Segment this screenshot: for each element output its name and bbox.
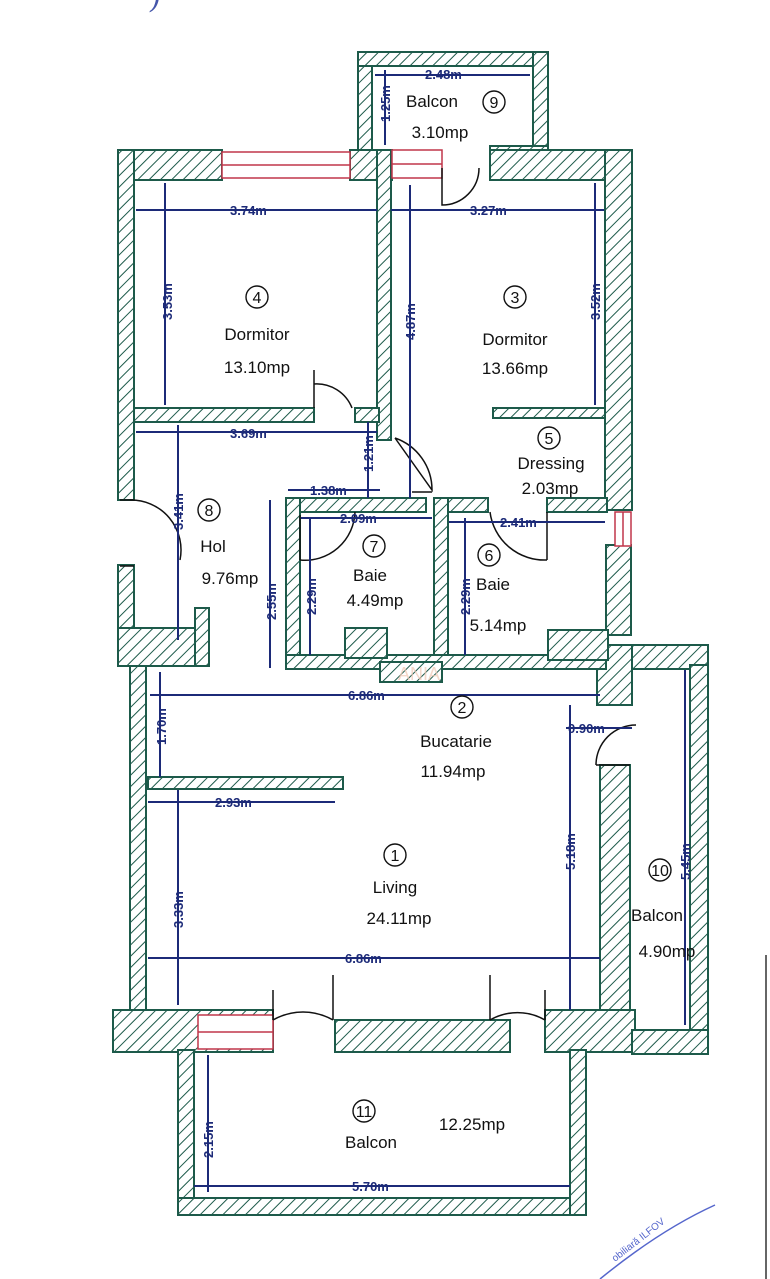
- room-6-area: 5.14mp: [470, 616, 527, 635]
- room-6-num: 6: [485, 548, 494, 565]
- room-7-name: Baie: [353, 566, 387, 585]
- stamp-text: obiliară ILFOV: [610, 1216, 667, 1264]
- room-3-num: 3: [511, 290, 520, 307]
- dim-balcon11-depth: 2.15m: [201, 1121, 216, 1158]
- dim-niche-width: 1.38m: [310, 483, 347, 498]
- room-5-area: 2.03mp: [522, 479, 579, 498]
- room-8-marker: [197, 498, 221, 522]
- dim-balcon10-depth: 5.45m: [678, 843, 693, 880]
- room-3-marker: [503, 285, 527, 309]
- walls: [112, 51, 709, 1216]
- dim-baie7-depth: 2.29m: [304, 578, 319, 615]
- room-4-area: 13.10mp: [224, 358, 290, 377]
- dim-door-width: 0.90m: [568, 721, 605, 736]
- dim-living-height: 5.18m: [563, 833, 578, 870]
- room-11-marker: [352, 1099, 376, 1123]
- dim-hol-width: 3.69m: [230, 426, 267, 441]
- dim-kitchen-depth: 1.70m: [154, 708, 169, 745]
- room-2-name: Bucatarie: [420, 732, 492, 751]
- room-10-name: Balcon: [631, 906, 683, 925]
- room-3-area: 13.66mp: [482, 359, 548, 378]
- room-10-area: 4.90mp: [639, 942, 696, 961]
- room-9-area: 3.10mp: [412, 123, 469, 142]
- room-7-marker: [362, 534, 386, 558]
- dimension-labels: 2.48m 1.25m 3.74m 3.27m 3.53m 3.52m 4.87…: [154, 67, 693, 1194]
- room-9-num: 9: [490, 95, 499, 112]
- room-7-num: 7: [370, 539, 379, 556]
- room-2-area: 11.94mp: [421, 762, 486, 781]
- dimension-lines: [136, 70, 686, 1192]
- room-2-num: 2: [458, 700, 467, 717]
- dim-baie7-width: 2.09m: [340, 511, 377, 526]
- dim-dorm3-depth: 3.52m: [588, 283, 603, 320]
- room-9-marker: [482, 90, 506, 114]
- dim-balcon11-width: 5.70m: [352, 1179, 389, 1194]
- room-11-area: 12.25mp: [439, 1115, 505, 1134]
- room-4-name: Dormitor: [224, 325, 290, 344]
- room-10-num: 10: [651, 863, 669, 880]
- room-9-name: Balcon: [406, 92, 458, 111]
- room-6-name: Baie: [476, 575, 510, 594]
- dim-baie6-width: 2.41m: [500, 515, 537, 530]
- room-8-num: 8: [205, 503, 214, 520]
- dim-dorm3-width: 3.27m: [470, 203, 507, 218]
- dim-hol-small: 1.21m: [361, 435, 376, 472]
- dim-niche-depth: 2.55m: [264, 583, 279, 620]
- room-1-marker: [383, 843, 407, 867]
- dim-hol-depth: 3.41m: [171, 493, 186, 530]
- header-scribble: ): [149, 0, 161, 15]
- dim-dorm4-depth: 3.53m: [160, 283, 175, 320]
- room-10-marker: [648, 858, 672, 882]
- stamp: obiliară ILFOV: [599, 1204, 716, 1279]
- room-4-marker: [245, 285, 269, 309]
- room-3-name: Dormitor: [482, 330, 548, 349]
- room-7-area: 4.49mp: [347, 591, 404, 610]
- dim-kitchen-width: 6.86m: [348, 688, 385, 703]
- room-4-num: 4: [253, 290, 262, 307]
- dim-living-width: 6.86m: [345, 951, 382, 966]
- room-1-name: Living: [373, 878, 417, 897]
- windows: [197, 149, 632, 1050]
- room-5-num: 5: [545, 431, 554, 448]
- room-labels: Balcon 9 3.10mp 4 Dormitor 13.10mp 3 Dor…: [197, 90, 696, 1152]
- dim-partition-length: 2.93m: [215, 795, 252, 810]
- room-1-area: 24.11mp: [367, 909, 432, 928]
- room-6-marker: [477, 543, 501, 567]
- watermark: ANIA: [398, 664, 440, 684]
- dim-balcon9-width: 2.48m: [425, 67, 462, 82]
- dim-balcon9-depth: 1.25m: [378, 85, 393, 122]
- room-8-name: Hol: [200, 537, 226, 556]
- room-11-name: Balcon: [345, 1133, 397, 1152]
- room-8-area: 9.76mp: [202, 569, 259, 588]
- dim-living-depth: 3.33m: [171, 891, 186, 928]
- room-5-marker: [537, 426, 561, 450]
- room-11-num: 11: [356, 1104, 373, 1121]
- room-1-num: 1: [391, 848, 400, 865]
- room-2-marker: [450, 695, 474, 719]
- dim-dorm4-width: 3.74m: [230, 203, 267, 218]
- dim-baie6-depth: 2.29m: [458, 578, 473, 615]
- dim-corridor-length: 4.87m: [403, 303, 418, 340]
- room-5-name: Dressing: [517, 454, 584, 473]
- doors: [120, 167, 637, 1021]
